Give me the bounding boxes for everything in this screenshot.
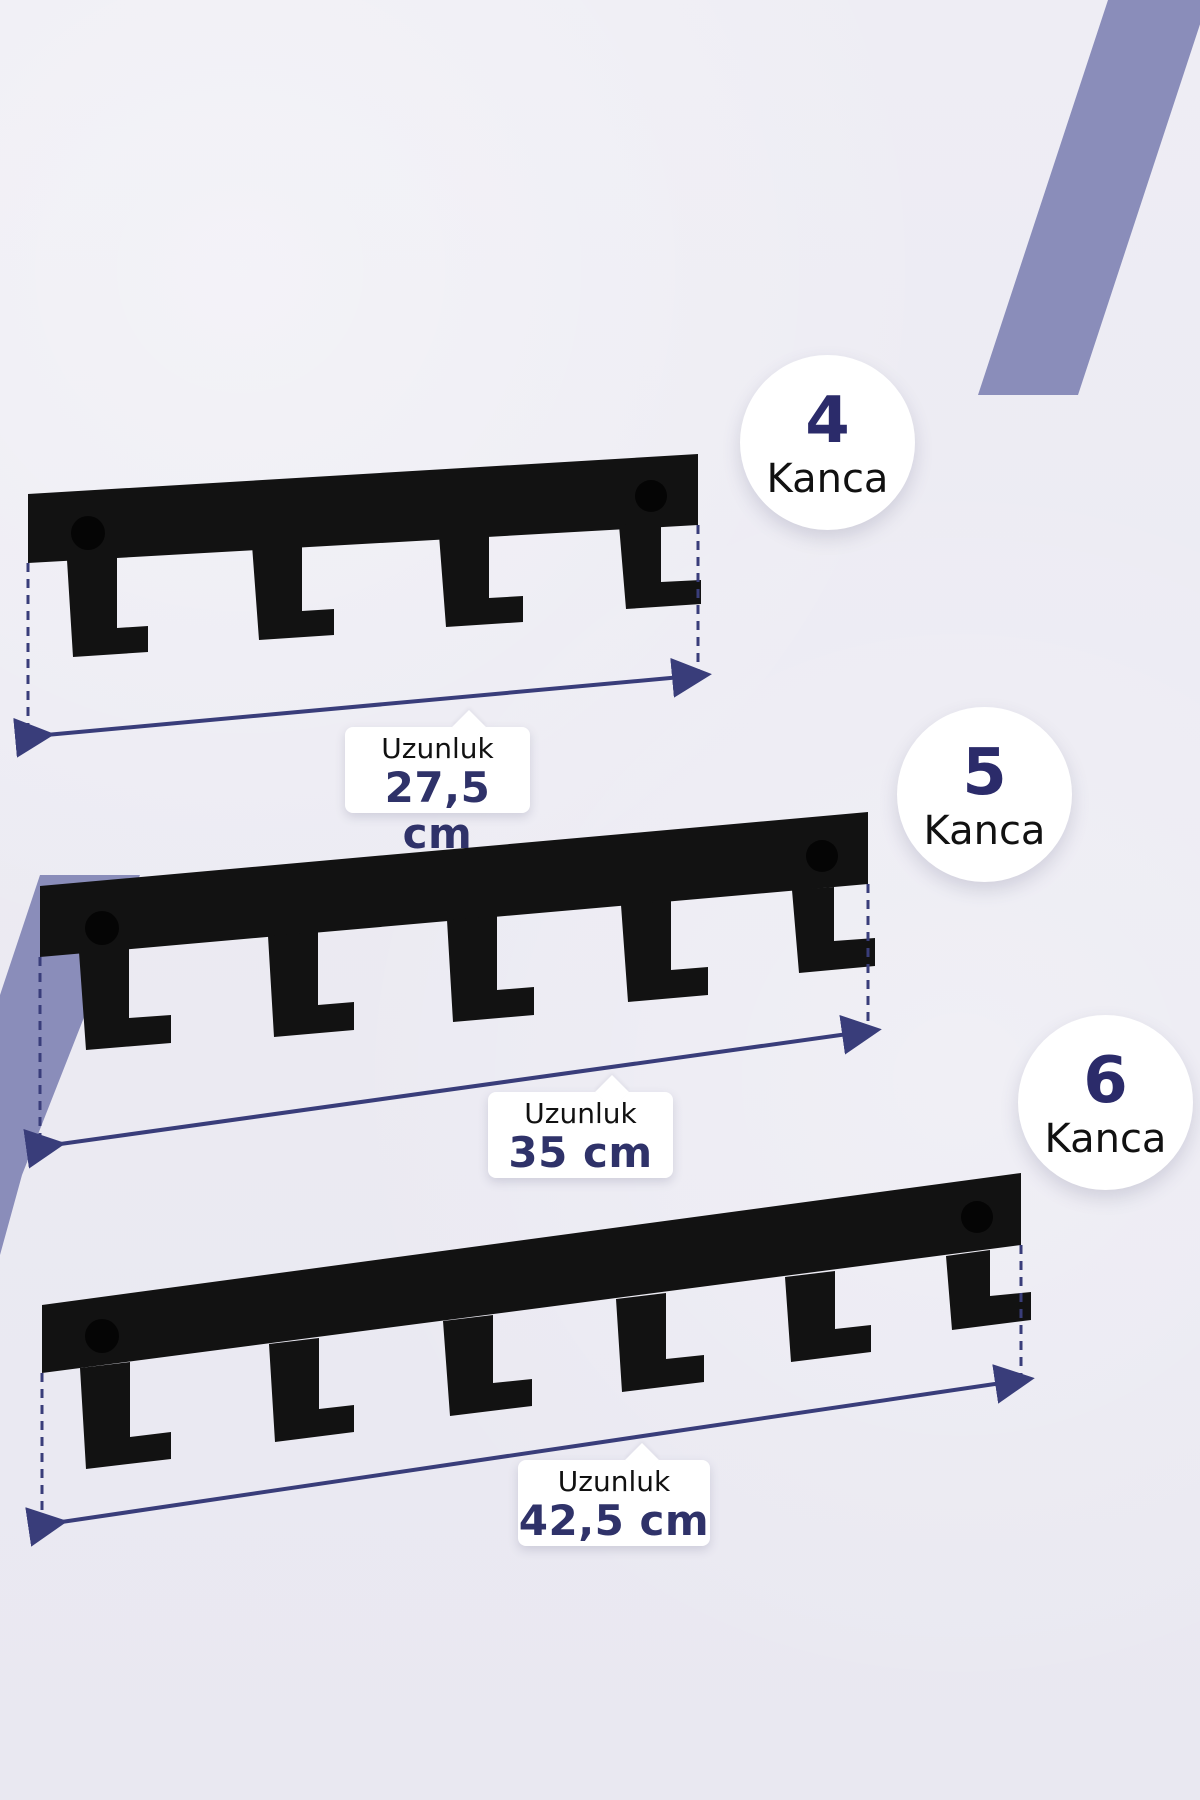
hook-count-label: Kanca xyxy=(1044,1115,1167,1162)
length-caption: Uzunluk xyxy=(381,732,494,765)
hook-count-number: 4 xyxy=(805,383,850,458)
length-value: 35 cm xyxy=(508,1128,653,1177)
hook-rack-6-icon xyxy=(42,1173,1031,1469)
length-caption: Uzunluk xyxy=(524,1097,637,1130)
dimension-line-5 xyxy=(23,884,882,1169)
length-caption: Uzunluk xyxy=(557,1465,671,1498)
hook-count-label: Kanca xyxy=(766,455,889,502)
hook-count-badge-6: 6 Kanca xyxy=(1018,1015,1193,1190)
dimension-line-6 xyxy=(25,1245,1035,1547)
hook-count-badge-4: 4 Kanca xyxy=(740,355,915,530)
length-value: 27,5 cm xyxy=(384,763,491,858)
length-callout-5: Uzunluk 35 cm xyxy=(488,1092,673,1178)
length-callout-4: Uzunluk 27,5 cm xyxy=(345,727,530,857)
length-callout-6: Uzunluk 42,5 cm xyxy=(518,1460,710,1546)
hook-count-number: 6 xyxy=(1083,1043,1128,1118)
hook-rack-5-icon xyxy=(40,812,875,1050)
hook-count-number: 5 xyxy=(962,735,1007,810)
dimension-line-4 xyxy=(13,525,712,758)
hook-count-badge-5: 5 Kanca xyxy=(897,707,1072,882)
length-value: 42,5 cm xyxy=(518,1496,710,1545)
hook-count-label: Kanca xyxy=(923,807,1046,854)
hook-rack-4-icon xyxy=(28,454,701,657)
